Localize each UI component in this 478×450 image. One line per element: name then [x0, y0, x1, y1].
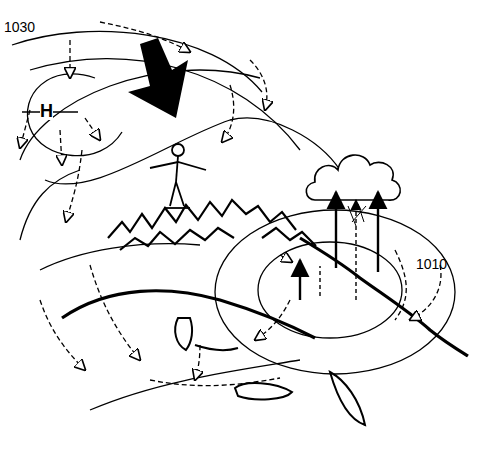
mountain-range — [108, 200, 316, 250]
pressure-center: H — [40, 102, 53, 120]
isobar — [12, 31, 262, 92]
wind-arrow — [69, 40, 70, 78]
isobar — [40, 244, 200, 270]
isobar — [20, 70, 260, 160]
isobar — [27, 74, 122, 156]
person-figure — [170, 182, 184, 206]
coastline — [300, 238, 468, 356]
isobar-value: 1010 — [416, 257, 447, 271]
person-figure — [164, 207, 190, 209]
wind-arrow — [20, 110, 30, 148]
island — [175, 318, 365, 425]
sinking-air-arrow — [128, 38, 188, 118]
wind-arrow — [90, 265, 140, 360]
person-figure — [150, 162, 206, 170]
isobar-value: 1030 — [4, 20, 35, 34]
rising-air-arrow — [355, 200, 356, 300]
wind-arrow — [410, 265, 441, 320]
rising-air-arrow — [377, 192, 379, 272]
mountain-range — [262, 228, 316, 246]
wind-arrow — [40, 300, 85, 370]
person-figure — [150, 144, 206, 208]
wind-arrow — [100, 22, 190, 52]
rising-air-arrow — [300, 192, 378, 300]
isobar — [12, 31, 455, 410]
rising-air-arrow — [319, 266, 320, 296]
island — [235, 383, 292, 399]
wind-arrow — [85, 118, 100, 140]
person-figure — [172, 144, 184, 156]
cloud — [306, 155, 400, 226]
wind-arrow — [20, 22, 441, 386]
wind-arrow — [395, 250, 406, 320]
island — [195, 345, 238, 350]
mountain-range — [108, 200, 296, 238]
person-figure — [176, 156, 178, 182]
isobar — [90, 360, 300, 410]
rising-air-arrow — [335, 192, 337, 268]
wind-arrow — [60, 130, 62, 165]
wind-arrow — [150, 378, 280, 386]
wind-arrow — [250, 60, 267, 110]
rising-air-arrow — [299, 260, 301, 300]
isobar — [45, 118, 340, 184]
wind-arrow — [66, 150, 82, 222]
wind-arrow — [222, 85, 234, 142]
wind-arrow — [280, 255, 292, 262]
mountain-range — [120, 228, 234, 250]
wind-arrow — [195, 345, 200, 380]
cloud — [348, 204, 366, 226]
sinking-air-arrow — [128, 38, 188, 118]
island — [175, 318, 192, 350]
cloud — [306, 155, 400, 200]
wind-arrow — [255, 300, 290, 340]
island — [330, 372, 365, 425]
